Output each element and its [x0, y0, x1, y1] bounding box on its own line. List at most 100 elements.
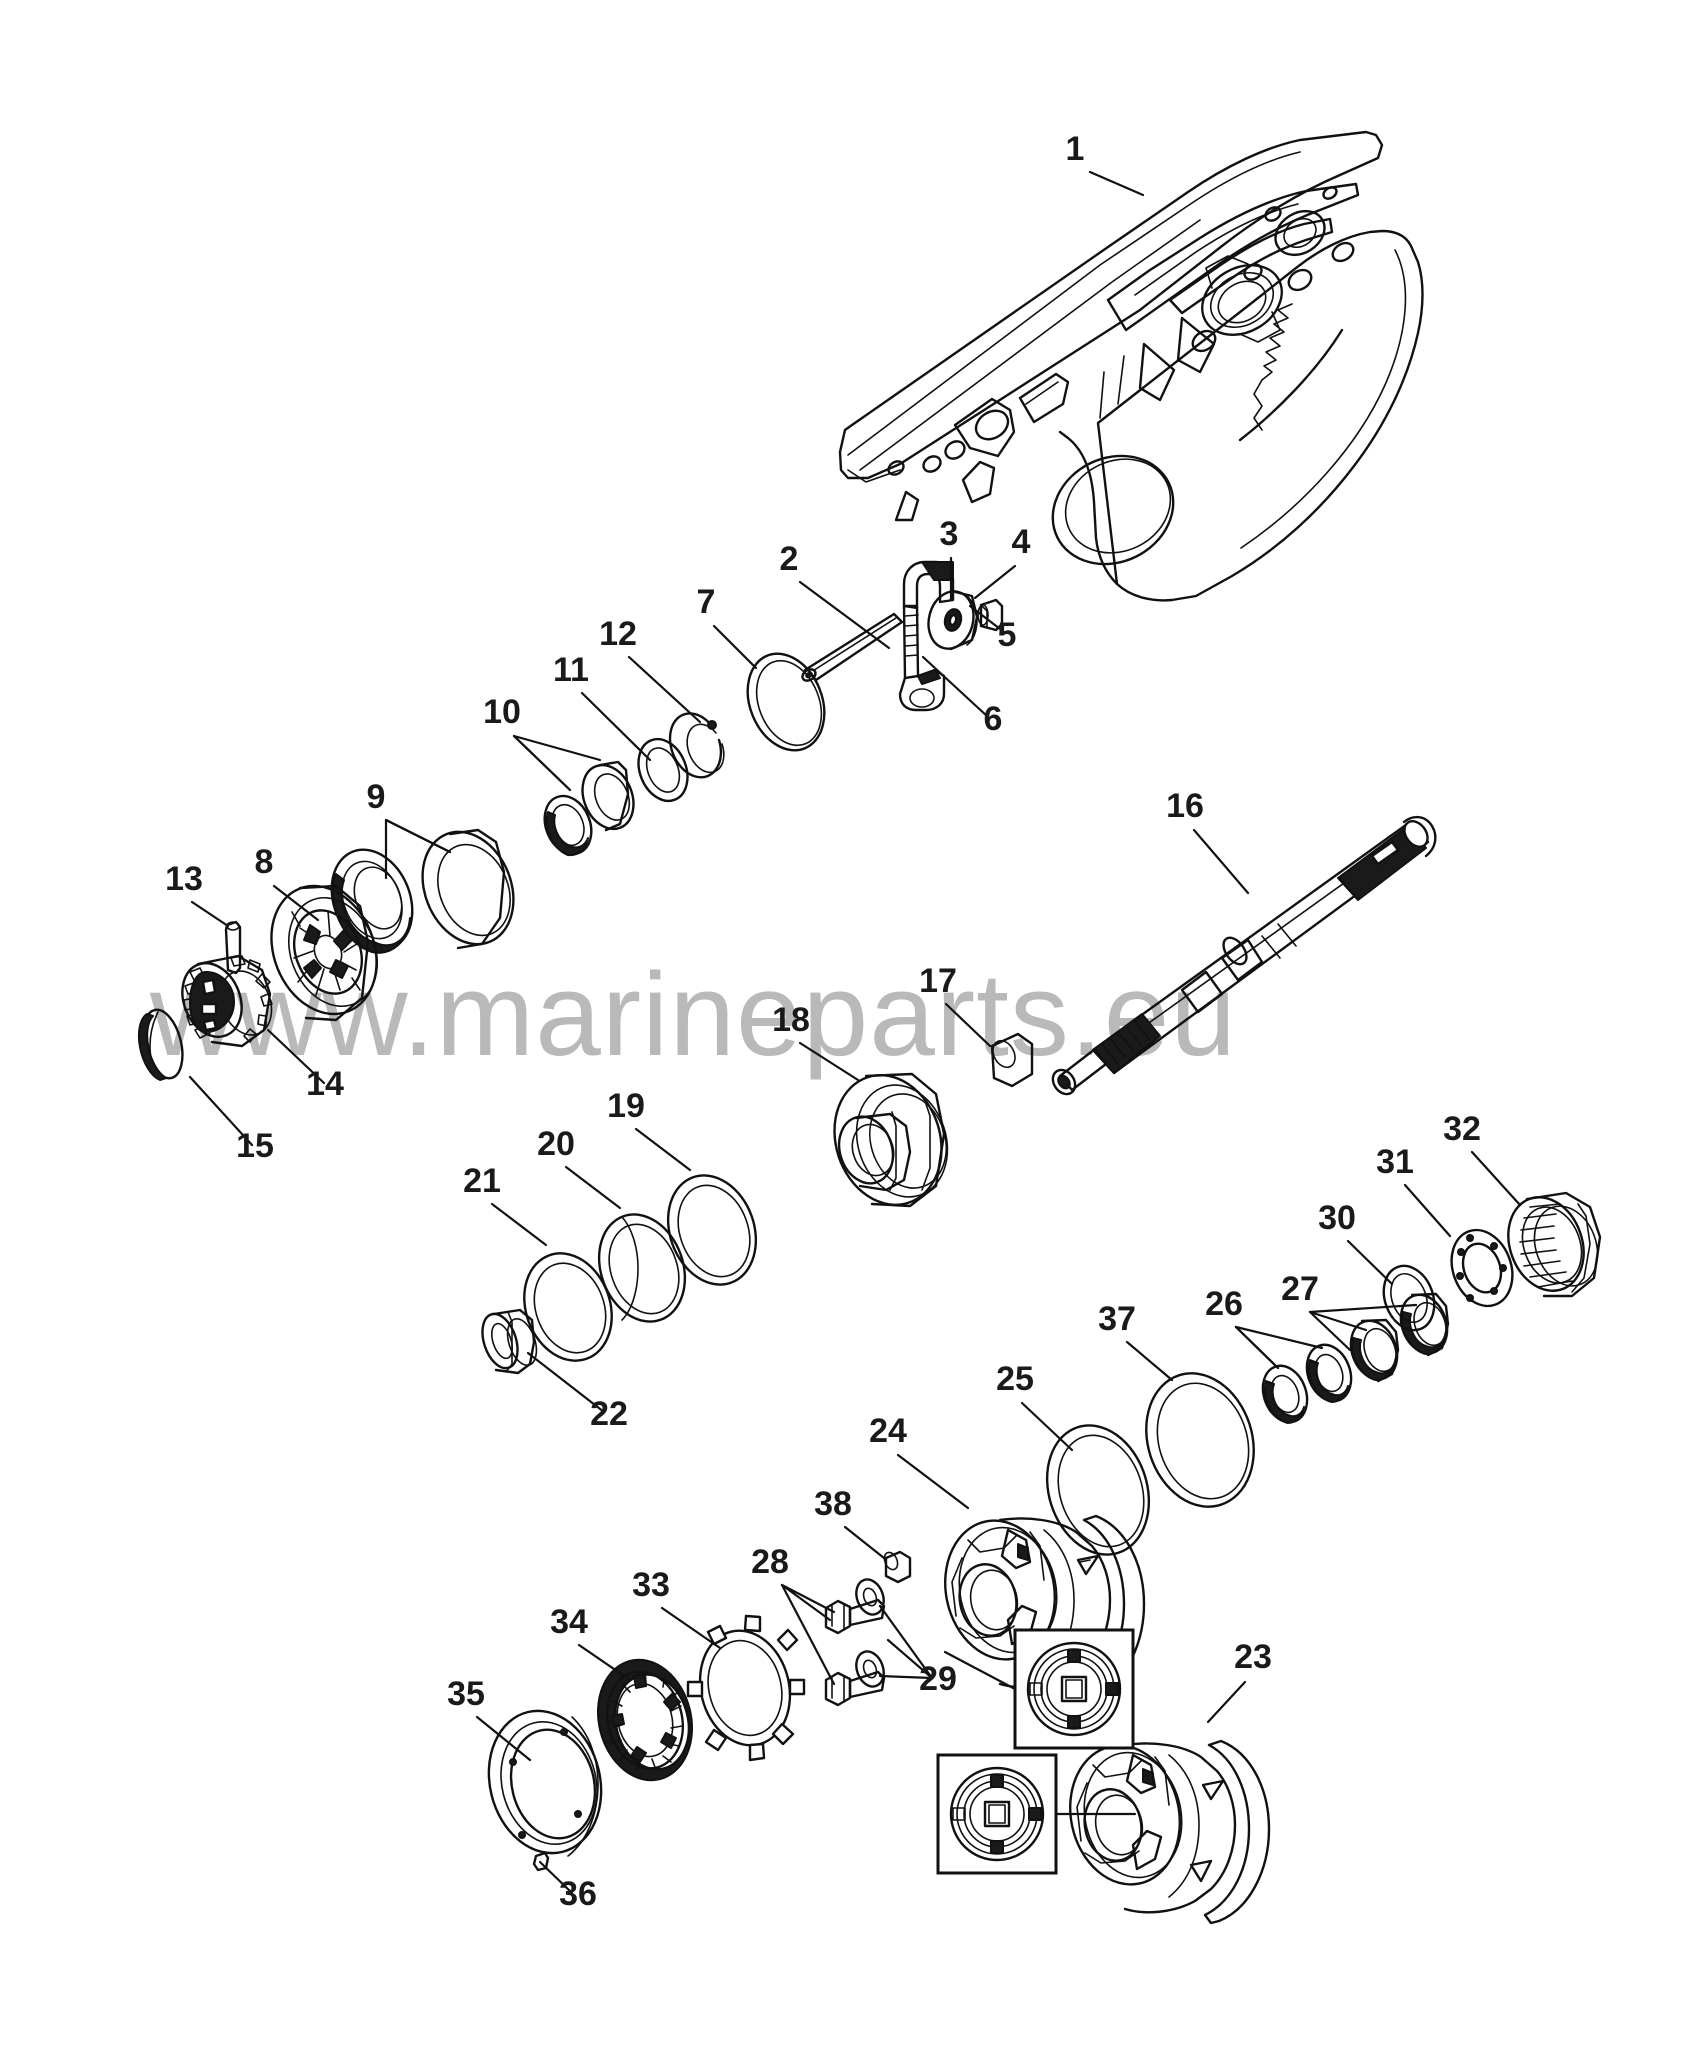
callout-number-4[interactable]: 4 [1012, 523, 1031, 561]
callout-leader-31 [1403, 1183, 1452, 1238]
callout-leader-26-branch-1 [1234, 1325, 1324, 1350]
callout-number-28[interactable]: 28 [751, 1543, 789, 1581]
part-o-ring-7 [746, 652, 826, 752]
callout-number-10[interactable]: 10 [483, 693, 521, 731]
callout-number-18[interactable]: 18 [772, 1001, 810, 1039]
callout-number-22[interactable]: 22 [590, 1395, 628, 1433]
callout-leader-35 [475, 1715, 532, 1762]
part-bearing-10a [581, 760, 635, 832]
callout-leader-10-branch-0 [512, 734, 572, 792]
callout-number-7[interactable]: 7 [697, 583, 716, 621]
callout-number-34[interactable]: 34 [550, 1603, 588, 1641]
callout-number-38[interactable]: 38 [814, 1485, 852, 1523]
callout-leader-36 [538, 1860, 574, 1895]
part-needle-bearing-32 [1507, 1191, 1602, 1298]
part-retainer-nut-34 [596, 1658, 694, 1782]
callout-number-27[interactable]: 27 [1281, 1270, 1319, 1308]
callout-leader-14 [266, 1028, 326, 1085]
part-washer-29b [855, 1650, 885, 1688]
callout-leader-4 [973, 564, 1017, 600]
part-cross-pin-17 [990, 1032, 1034, 1088]
callout-leader-28 [780, 1583, 832, 1622]
callout-number-15[interactable]: 15 [236, 1127, 274, 1165]
callout-leader-18 [798, 1041, 860, 1082]
callout-number-20[interactable]: 20 [537, 1125, 575, 1163]
callout-number-6[interactable]: 6 [984, 700, 1003, 738]
callout-leader-32 [1470, 1150, 1522, 1207]
callout-number-32[interactable]: 32 [1443, 1110, 1481, 1148]
callout-number-1[interactable]: 1 [1066, 130, 1085, 168]
callout-leader-27-branch-0 [1308, 1310, 1368, 1332]
part-race-9a [421, 828, 515, 950]
callout-number-29[interactable]: 29 [919, 1660, 957, 1698]
inset-upper [943, 1628, 1135, 1750]
callout-leader-22 [526, 1351, 606, 1414]
callout-leader-30 [1346, 1239, 1394, 1286]
callout-leader-1 [1088, 170, 1145, 197]
callout-leader-17 [944, 1002, 992, 1048]
callout-leader-5 [968, 604, 1006, 634]
callout-number-31[interactable]: 31 [1376, 1143, 1414, 1181]
callout-leader-29-branch-1 [878, 1674, 934, 1680]
part-shim-washer-11 [637, 737, 689, 803]
part-propeller-shaft-16 [1051, 815, 1437, 1096]
part-shift-crank [898, 560, 955, 712]
part-shift-shaft [801, 612, 904, 682]
callout-number-35[interactable]: 35 [447, 1675, 485, 1713]
part-cover-ring-35 [487, 1709, 603, 1857]
callout-number-17[interactable]: 17 [919, 962, 957, 1000]
callout-leader-11 [580, 691, 652, 762]
part-bearing-carrier-23 [1069, 1739, 1271, 1925]
callout-number-8[interactable]: 8 [255, 843, 274, 881]
callout-number-21[interactable]: 21 [463, 1162, 501, 1200]
callout-number-24[interactable]: 24 [869, 1412, 907, 1450]
part-bearing-10b [543, 794, 593, 857]
callout-leader-20 [564, 1165, 622, 1210]
callout-leader-2 [798, 580, 891, 650]
callout-number-16[interactable]: 16 [1166, 787, 1204, 825]
part-bolt-28b [824, 1670, 886, 1707]
part-o-ring-25 [1045, 1424, 1151, 1556]
callout-number-25[interactable]: 25 [996, 1360, 1034, 1398]
callout-number-26[interactable]: 26 [1205, 1285, 1243, 1323]
part-seal-27a [1349, 1318, 1400, 1383]
callout-number-12[interactable]: 12 [599, 615, 637, 653]
part-seal-9b [330, 848, 414, 954]
callout-number-37[interactable]: 37 [1098, 1300, 1136, 1338]
callout-number-13[interactable]: 13 [165, 860, 203, 898]
part-carrier-hub-18 [833, 1072, 949, 1208]
callout-number-2[interactable]: 2 [780, 540, 799, 578]
callout-leader-23 [1206, 1680, 1247, 1724]
callout-leader-28-branch-0 [780, 1583, 836, 1614]
callout-leader-38 [843, 1525, 886, 1560]
callout-number-23[interactable]: 23 [1234, 1638, 1272, 1676]
part-seal-26a [1261, 1364, 1309, 1424]
callout-leader-25 [1020, 1401, 1074, 1452]
part-o-ring-15 [137, 1008, 184, 1081]
callout-number-19[interactable]: 19 [607, 1087, 645, 1125]
callout-leader-10-branch-1 [512, 734, 602, 762]
part-bearing-carrier-8 [270, 884, 379, 1022]
part-shift-cam [927, 589, 979, 651]
part-tab-lock-washer-33 [686, 1614, 806, 1762]
callout-number-3[interactable]: 3 [940, 515, 959, 553]
callout-number-33[interactable]: 33 [632, 1566, 670, 1604]
callout-number-36[interactable]: 36 [559, 1875, 597, 1913]
callout-leader-lines [188, 170, 1522, 1895]
callout-number-30[interactable]: 30 [1318, 1199, 1356, 1237]
callout-leader-13 [190, 900, 230, 928]
part-dowel-sleeve-38 [883, 1550, 912, 1584]
callout-leader-16 [1192, 828, 1250, 895]
callout-number-5[interactable]: 5 [998, 616, 1017, 654]
callout-leader-9-branch-0 [384, 818, 452, 854]
callout-leader-28-branch-1 [780, 1583, 836, 1686]
part-sleeve-bushing-22 [481, 1308, 538, 1375]
callout-number-14[interactable]: 14 [306, 1065, 344, 1103]
callout-leader-21 [490, 1202, 548, 1247]
part-o-ring-20 [597, 1213, 687, 1323]
callout-number-11[interactable]: 11 [553, 651, 589, 689]
callout-number-9[interactable]: 9 [367, 778, 386, 816]
